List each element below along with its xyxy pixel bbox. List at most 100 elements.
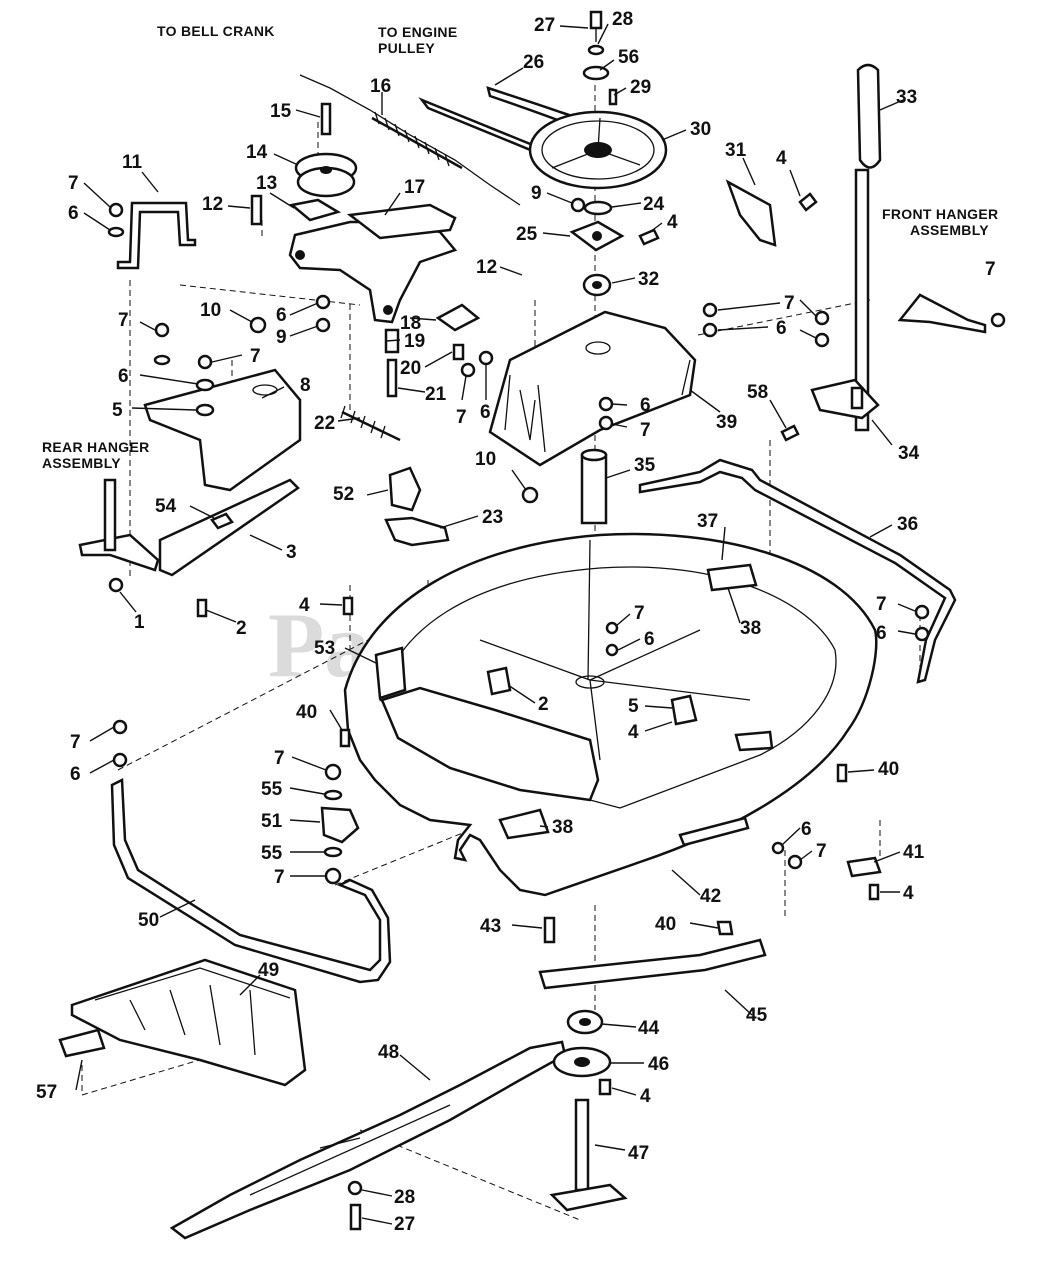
callout-7-a: 7 [68,173,79,194]
decal-37 [706,563,758,592]
decal-38-b [498,808,550,840]
notes: TO BELL CRANK TO ENGINE PULLEY FRONT HAN… [42,23,998,471]
bolt-4-a [798,192,818,212]
lift-rod-33 [854,168,870,432]
washer-6-b2 [814,332,830,348]
washer-6-d [195,378,215,392]
callout-6-e: 6 [118,366,129,387]
bracket-51 [320,806,360,844]
callout-9-b: 9 [276,327,287,348]
parts [58,10,1006,1240]
bolt-43 [543,916,556,944]
control-cable [299,74,521,206]
bolt-40-a [339,728,351,748]
callout-12-b: 12 [476,257,497,278]
callout-58: 58 [747,382,768,403]
rear-hanger-assembly [78,533,160,572]
bracket-13 [289,198,342,222]
lift-link-36 [638,458,957,684]
callout-32: 32 [638,269,659,290]
callout-23: 23 [482,507,503,528]
bolt-21 [386,358,398,398]
callout-30: 30 [690,119,711,140]
callout-50: 50 [138,910,159,931]
bolt-15 [320,102,332,136]
decal-57 [58,1028,106,1058]
bracket-31 [725,179,777,247]
bolt-40-b [836,763,848,783]
spacer-56 [582,65,610,81]
callout-36: 36 [897,514,918,535]
bolt-58 [780,424,800,442]
callout-28: 28 [612,9,633,30]
washer-55-b [323,846,343,858]
callout-7-e: 7 [118,310,129,331]
callout-42: 42 [700,886,721,907]
callout-7-g: 7 [876,594,887,615]
switch-52 [388,466,422,512]
callout-21: 21 [425,384,447,405]
nut-6-f2 [598,396,614,412]
callout-10-b: 10 [475,449,496,470]
callout-5-a: 5 [112,400,123,421]
nut-6-c [315,294,331,310]
callout-43: 43 [480,916,501,937]
bolt-27-bottom [349,1203,362,1231]
note-to-bell-crank: TO BELL CRANK [157,23,275,39]
callout-1: 1 [134,612,145,633]
callout-7-j: 7 [274,748,285,769]
callout-7-k: 7 [274,867,285,888]
nut-7-c [702,302,718,318]
washer-55-a [323,789,343,801]
callout-7-l: 7 [816,841,827,862]
callout-57: 57 [36,1082,57,1103]
bolt-4-e [868,883,880,901]
deck-bracket-39 [488,310,697,467]
callout-39: 39 [716,412,737,433]
nut-7-j [324,763,342,781]
callout-4-f: 4 [640,1086,651,1107]
callout-15: 15 [270,101,292,122]
callout-35: 35 [634,455,656,476]
spindle-47 [574,1098,590,1192]
callouts: 27 28 56 29 26 30 33 15 16 14 11 31 4 7 … [36,9,996,1235]
note-front-hanger: FRONT HANGER [882,206,998,222]
callout-6-i: 6 [70,764,81,785]
nut-10-b [521,486,539,504]
callout-38-b: 38 [552,817,573,838]
nut-7-g [914,604,930,620]
callout-51: 51 [261,811,283,832]
callout-6-c: 6 [276,305,287,326]
nut-7-h [605,621,619,635]
callout-2-b: 2 [538,694,549,715]
idler-arm-17 [288,220,458,324]
nut-1 [108,577,124,593]
callout-24: 24 [643,194,665,215]
callout-31: 31 [725,140,747,161]
callout-6-g: 6 [876,623,887,644]
bolt-2-b [486,666,512,696]
callout-4-b: 4 [667,212,678,233]
callout-40-b: 40 [878,759,899,780]
bolt-40-c [716,920,734,936]
spring-22 [341,410,401,442]
nut-20 [452,343,465,361]
bolt-27-top [589,10,603,30]
nut-7-k [324,867,342,885]
callout-3: 3 [286,542,297,563]
leader-lines [75,23,916,1225]
nut-7-a [108,202,124,218]
callout-47: 47 [628,1143,649,1164]
nut-9-b [315,317,331,333]
callout-18: 18 [400,313,421,334]
callout-7-front: 7 [985,259,996,280]
blade-48 [169,1040,567,1240]
washer-28-top [587,44,605,56]
callout-33: 33 [896,87,917,108]
note-front-hanger-assembly: ASSEMBLY [910,222,989,238]
washer-6-e [153,354,171,366]
callout-40-a: 40 [296,702,317,723]
bracket-3 [158,478,300,577]
